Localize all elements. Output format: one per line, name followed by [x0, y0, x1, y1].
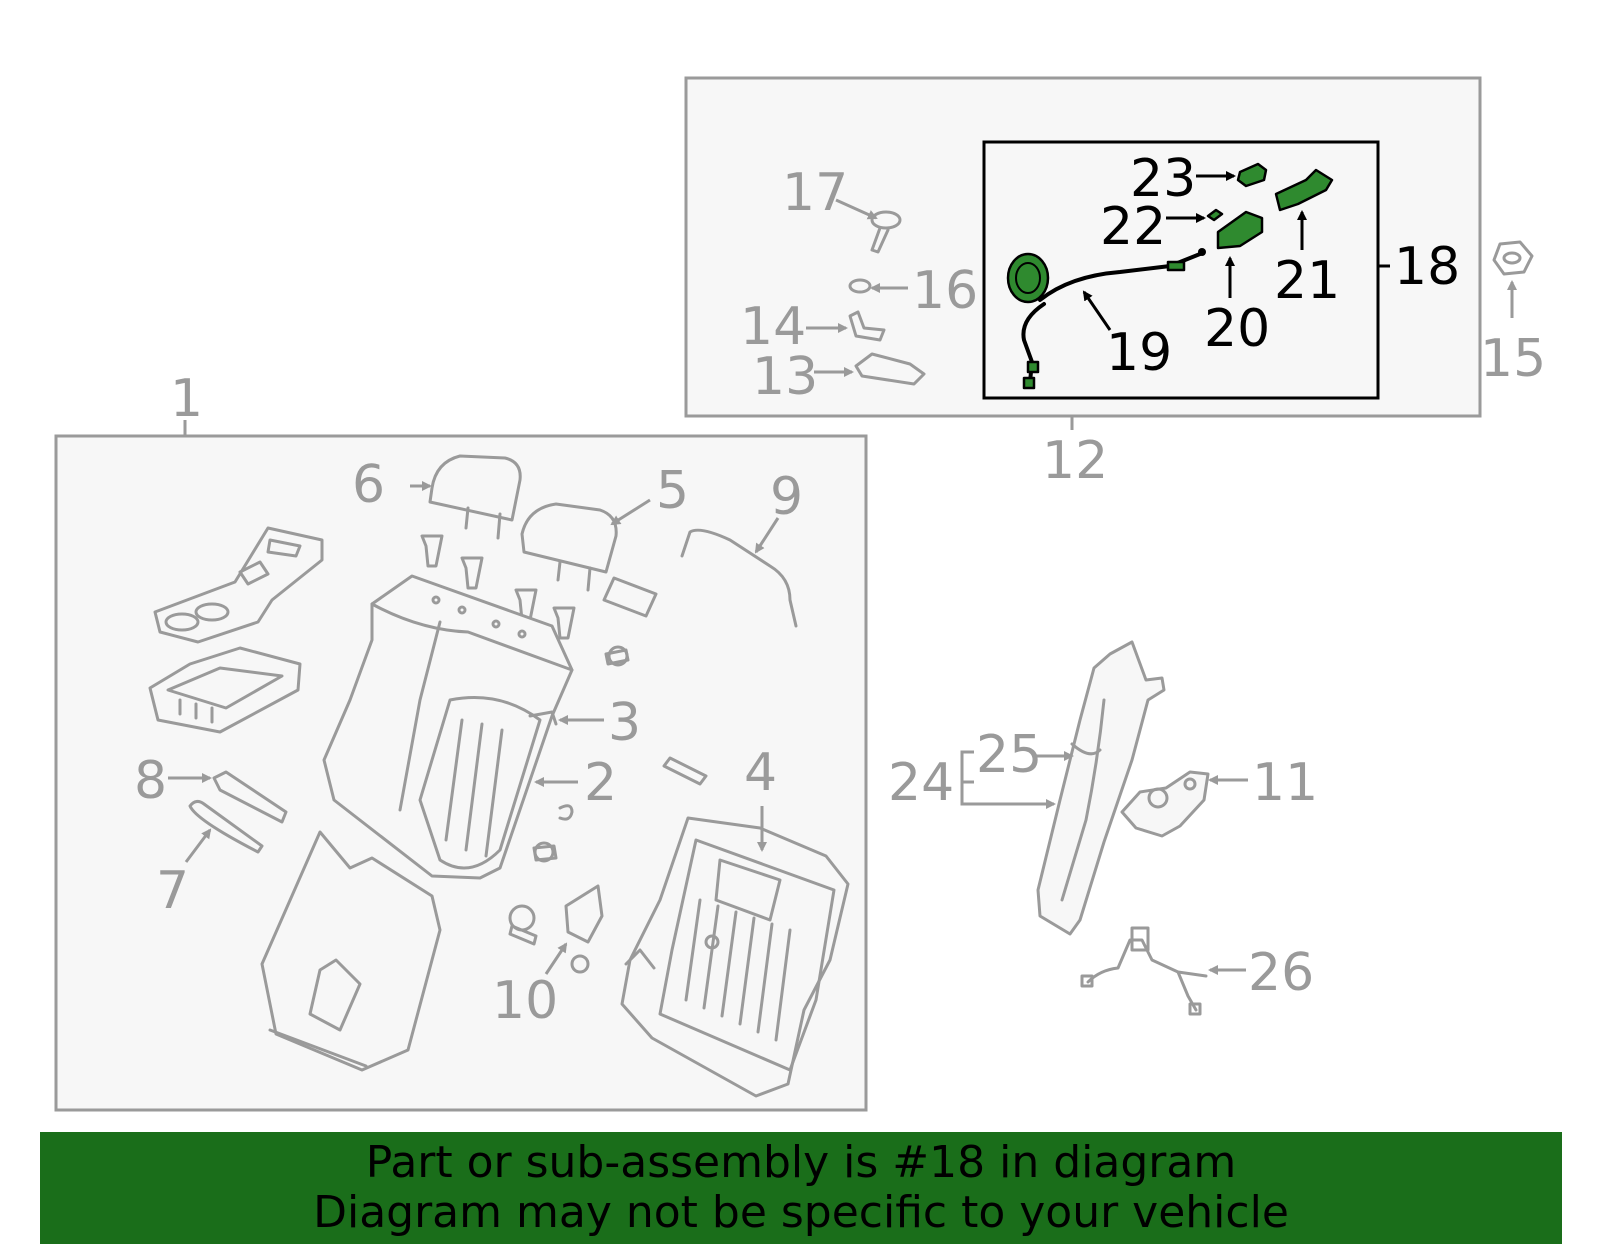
wire-harness-26-part	[1080, 926, 1208, 1016]
callout-15: 15	[1480, 329, 1546, 389]
callout-7: 7	[156, 861, 189, 921]
banner-line-1: Part or sub-assembly is #18 in diagram	[365, 1137, 1237, 1188]
callout-14: 14	[740, 297, 806, 357]
callout-16: 16	[912, 261, 978, 321]
clip-14-part	[848, 310, 886, 342]
fasteners-part	[508, 645, 630, 974]
callout-10: 10	[492, 971, 558, 1031]
callout-19: 19	[1106, 323, 1172, 383]
callout-12: 12	[1042, 431, 1108, 491]
strip-7-part	[188, 799, 264, 854]
callout-20: 20	[1204, 299, 1270, 359]
release-cable-19-part	[1006, 248, 1206, 390]
small-plate-part	[662, 756, 708, 786]
callout-25: 25	[976, 725, 1042, 785]
armrest-tray-part	[148, 646, 302, 734]
latch-20-part	[1216, 210, 1264, 250]
callout-22: 22	[1100, 197, 1166, 257]
headrest-6-part	[428, 454, 522, 540]
cap-23-part	[1236, 162, 1268, 188]
callout-21: 21	[1274, 251, 1340, 311]
side-trim-24-part	[1036, 640, 1166, 936]
nut-15-part	[1492, 240, 1534, 276]
lever-21-part	[1274, 168, 1334, 212]
seat-back-assembly-group: 1 6 5	[54, 369, 868, 1112]
side-trim-group: 25 24 11 26	[888, 640, 1318, 1016]
label-tag-part	[602, 576, 658, 618]
callout-3: 3	[608, 693, 641, 753]
armrest-cupholder-part	[153, 526, 324, 644]
info-banner: Part or sub-assembly is #18 in diagram D…	[40, 1132, 1562, 1244]
callout-11: 11	[1252, 753, 1318, 813]
callout-17: 17	[782, 163, 848, 223]
seat-frame-4-part	[620, 816, 850, 1098]
strip-8-part	[212, 770, 288, 824]
frame-wire-9-part	[680, 528, 798, 628]
callout-6: 6	[352, 455, 385, 515]
callout-24: 24	[888, 753, 954, 813]
callout-1: 1	[170, 369, 203, 429]
banner-line-2: Diagram may not be specific to your vehi…	[313, 1187, 1289, 1238]
bracket-11-part	[1120, 770, 1210, 838]
trim-bracket-10-part	[564, 884, 604, 944]
callout-9: 9	[770, 467, 803, 527]
callout-5: 5	[656, 461, 689, 521]
callout-2: 2	[584, 753, 617, 813]
headrest-5-part	[520, 502, 618, 592]
clip-22-part	[1206, 208, 1224, 222]
screw-17-part	[870, 210, 902, 254]
callout-8: 8	[134, 751, 167, 811]
callout-18: 18	[1394, 237, 1460, 297]
callout-13: 13	[752, 347, 818, 407]
seat-back-cover-part	[322, 574, 574, 880]
callout-23: 23	[1130, 149, 1196, 209]
rear-panel-part	[260, 830, 442, 1072]
callout-4: 4	[744, 743, 777, 803]
bracket-13-part	[854, 352, 926, 386]
latch-assembly-group: 12 17 16 14 13 18	[684, 76, 1546, 491]
callout-26: 26	[1248, 943, 1314, 1003]
